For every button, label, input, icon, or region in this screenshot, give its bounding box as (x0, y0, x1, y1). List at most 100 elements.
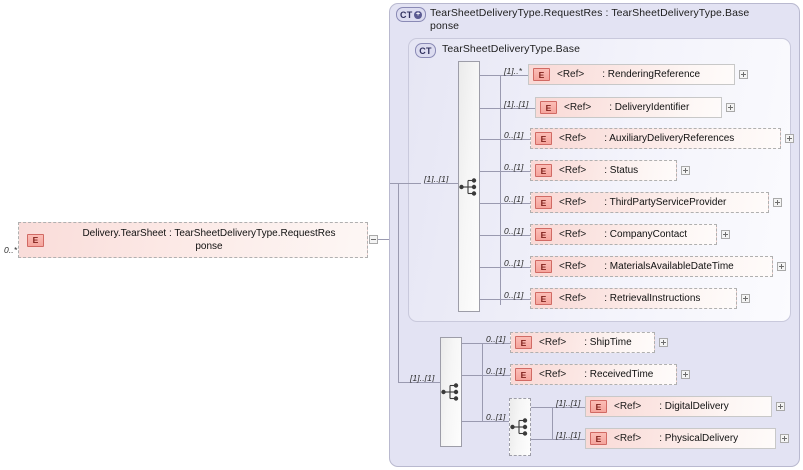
connector-row (480, 235, 530, 236)
element-badge-icon: E (590, 432, 607, 445)
connector-row (480, 108, 535, 109)
element-box-renderingreference[interactable]: E <Ref> : RenderingReference (528, 64, 735, 85)
connector-row (480, 267, 530, 268)
element-badge-icon: E (540, 101, 557, 114)
element-ref-label: <Ref> (559, 197, 587, 208)
connector-row (531, 439, 585, 440)
element-box-physicaldelivery[interactable]: E <Ref> : PhysicalDelivery (585, 428, 776, 449)
element-box-digitaldelivery[interactable]: E <Ref> : DigitalDelivery (585, 396, 772, 417)
complextype-outer-badge[interactable]: CT+ (396, 7, 426, 22)
base-sequence-cardinality: [1]..[1] (424, 174, 449, 184)
element-cardinality: 0..[1] (504, 194, 524, 204)
element-ref-label: <Ref> (559, 293, 587, 304)
element-name-label: : MaterialsAvailableDateTime (604, 261, 734, 272)
connector-to-choice (462, 421, 488, 422)
element-name-label: : PhysicalDelivery (659, 433, 739, 444)
element-box-companycontact[interactable]: E <Ref> : CompanyContact (530, 224, 717, 245)
connector-delivery-seq-in (422, 382, 440, 383)
element-name-label: : ThirdPartyServiceProvider (604, 197, 727, 208)
element-box-deliveryidentifier[interactable]: E <Ref> : DeliveryIdentifier (535, 97, 722, 118)
element-name-label: : DeliveryIdentifier (609, 102, 690, 113)
element-name-label: : AuxiliaryDeliveryReferences (604, 133, 735, 144)
element-box-materialsavailabledatetime[interactable]: E <Ref> : MaterialsAvailableDateTime (530, 256, 773, 277)
base-sequence-compositor[interactable] (458, 61, 480, 312)
base-sequence-spine (500, 75, 501, 305)
connector-row (480, 299, 530, 300)
element-cardinality: 0..[1] (486, 334, 506, 344)
element-cardinality: [1]..[1] (556, 430, 581, 440)
root-element-label: Delivery.TearSheet : TearSheetDeliveryTy… (51, 227, 367, 253)
connector-row (480, 171, 530, 172)
element-name-label: : ShipTime (584, 337, 632, 348)
connector-choice-in (486, 421, 509, 422)
element-cardinality: 0..[1] (486, 366, 506, 376)
element-cardinality: [1]..* (504, 66, 523, 76)
outer-title-line1: TearSheetDeliveryType.RequestRes : TearS… (430, 7, 750, 19)
connector-row (480, 203, 530, 204)
element-name-label: : RenderingReference (602, 69, 701, 80)
root-element-box[interactable]: E Delivery.TearSheet : TearSheetDelivery… (18, 222, 368, 258)
outer-title-line2: ponse (430, 20, 460, 32)
element-ref-label: <Ref> (559, 133, 587, 144)
element-expand-toggle[interactable] (739, 70, 748, 79)
element-name-label: : CompanyContact (604, 229, 688, 240)
element-name-label: : ReceivedTime (584, 369, 654, 380)
delivery-choice-compositor[interactable] (509, 398, 531, 456)
choice-spine (552, 407, 553, 439)
element-box-receivedtime[interactable]: E <Ref> : ReceivedTime (510, 364, 677, 385)
element-badge-icon: E (533, 68, 550, 81)
connector-root-to-type (378, 239, 390, 240)
element-expand-toggle[interactable] (659, 338, 668, 347)
connector-row (480, 75, 528, 76)
element-badge-icon: E (535, 164, 552, 177)
element-expand-toggle[interactable] (780, 434, 789, 443)
element-ref-label: <Ref> (539, 337, 567, 348)
delivery-sequence-spine (482, 343, 483, 421)
plus-circle-icon: + (414, 10, 422, 19)
element-box-status[interactable]: E <Ref> : Status (530, 160, 677, 181)
element-name-label: : DigitalDelivery (659, 401, 729, 412)
element-expand-toggle[interactable] (785, 134, 794, 143)
ct-inner-badge-text: CT (419, 45, 432, 56)
connector-base-seq-in (424, 183, 458, 184)
connector-to-delivery-sequence (398, 382, 422, 383)
element-badge-icon: E (535, 196, 552, 209)
element-expand-toggle[interactable] (681, 370, 690, 379)
delivery-sequence-compositor[interactable] (440, 337, 462, 447)
element-box-thirdpartyserviceprovider[interactable]: E <Ref> : ThirdPartyServiceProvider (530, 192, 769, 213)
root-collapse-toggle[interactable] (369, 235, 378, 244)
element-ref-label: <Ref> (559, 165, 587, 176)
element-box-auxiliarydeliveryreferences[interactable]: E <Ref> : AuxiliaryDeliveryReferences (530, 128, 781, 149)
element-box-retrievalinstructions[interactable]: E <Ref> : RetrievalInstructions (530, 288, 737, 309)
element-expand-toggle[interactable] (777, 262, 786, 271)
element-expand-toggle[interactable] (773, 198, 782, 207)
sequence-icon (459, 177, 477, 196)
element-cardinality: 0..[1] (504, 226, 524, 236)
sequence-icon (441, 383, 459, 401)
element-cardinality: 0..[1] (504, 130, 524, 140)
ct-badge-text: CT (400, 9, 413, 20)
element-expand-toggle[interactable] (776, 402, 785, 411)
element-cardinality: [1]..[1] (556, 398, 581, 408)
element-box-shiptime[interactable]: E <Ref> : ShipTime (510, 332, 655, 353)
element-badge-icon: E (27, 233, 44, 247)
root-cardinality: 0..* (4, 245, 18, 255)
element-cardinality: 0..[1] (504, 162, 524, 172)
element-ref-label: <Ref> (557, 69, 585, 80)
root-label-line1: Delivery.TearSheet : TearSheetDeliveryTy… (82, 228, 336, 239)
element-badge-icon: E (535, 132, 552, 145)
element-badge-icon: E (515, 368, 532, 381)
element-ref-label: <Ref> (564, 102, 592, 113)
connector-row (531, 407, 585, 408)
element-expand-toggle[interactable] (681, 166, 690, 175)
element-cardinality: 0..[1] (504, 258, 524, 268)
element-expand-toggle[interactable] (721, 230, 730, 239)
element-expand-toggle[interactable] (726, 103, 735, 112)
complextype-outer-title: TearSheetDeliveryType.RequestRes : TearS… (430, 7, 796, 33)
root-label-line2: ponse (195, 241, 223, 252)
element-expand-toggle[interactable] (741, 294, 750, 303)
element-ref-label: <Ref> (559, 261, 587, 272)
complextype-inner-badge[interactable]: CT (415, 43, 436, 58)
element-name-label: : Status (604, 165, 639, 176)
